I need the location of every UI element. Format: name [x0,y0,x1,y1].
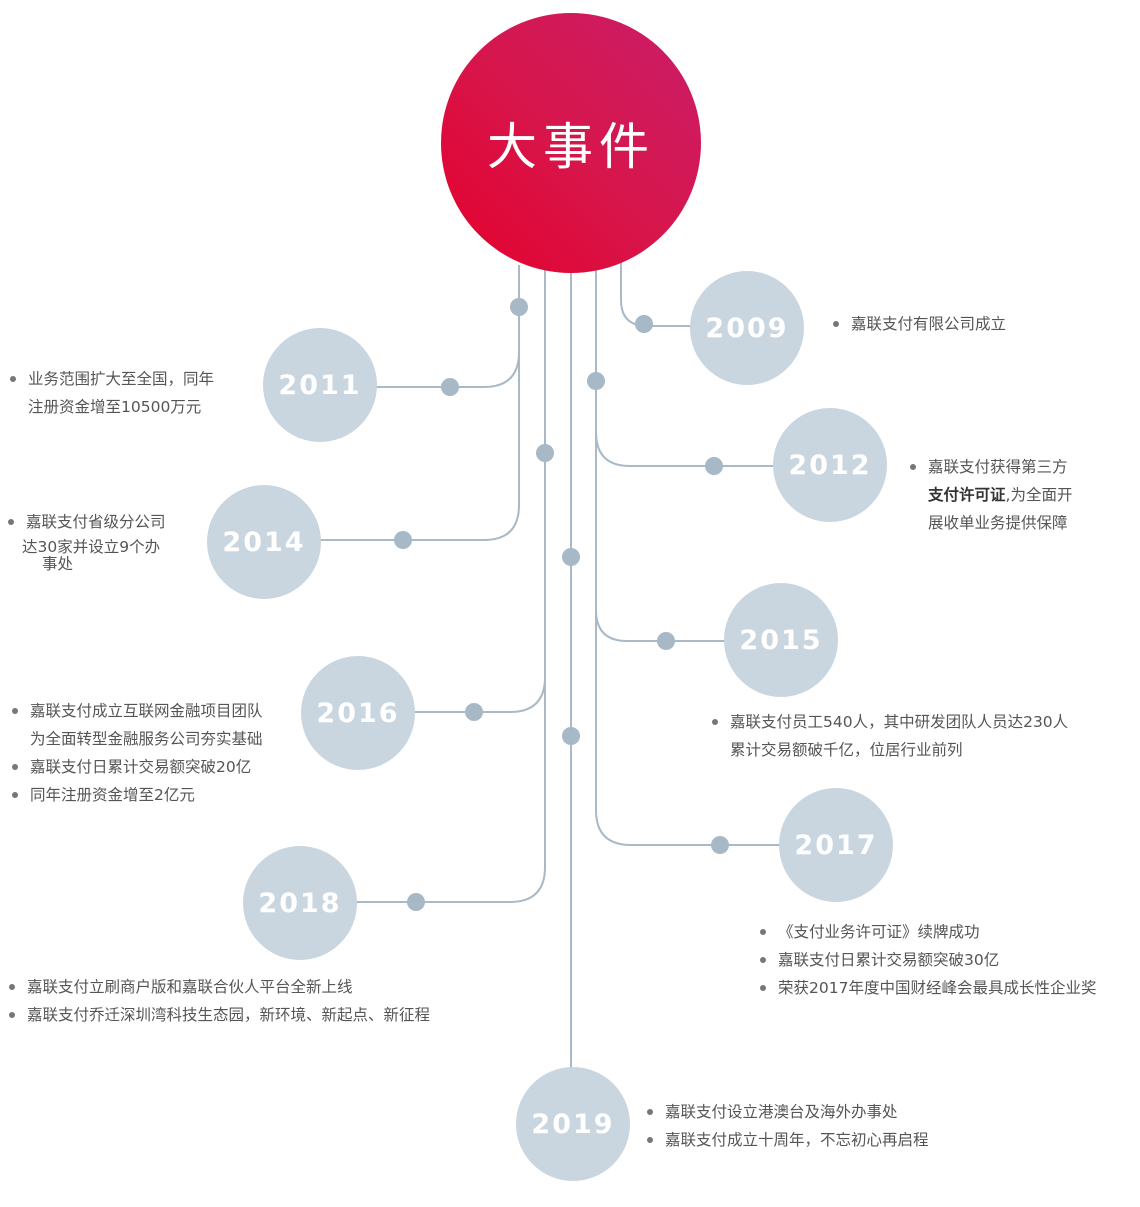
connector-dot [536,444,554,462]
year-circle-2016: 2016 [301,656,415,770]
event-item-continued: 事处 [42,555,74,573]
event-item: 荣获2017年度中国财经峰会最具成长性企业奖 [760,974,1096,1002]
connector-2011 [375,265,520,388]
license-highlight: 支付许可证 [928,486,1006,504]
year-circle-2011: 2011 [263,328,377,442]
year-circle-2012: 2012 [773,408,887,522]
year-circle-2009: 2009 [690,271,804,385]
connector-2018 [355,677,546,903]
connector-dot [587,372,605,390]
event-item: 嘉联支付成立互联网金融项目团队 [12,697,263,725]
event-item: 嘉联支付日累计交易额突破20亿 [12,753,263,781]
event-item-continued: 展收单业务提供保障 [928,514,1068,532]
year-circle-2017: 2017 [779,788,893,902]
connector-dot [407,893,425,911]
event-item: 嘉联支付员工540人，其中研发团队人员达230人 [712,708,1068,736]
events-2014: 嘉联支付省级分公司 达30家并设立9个办 事处 [8,508,166,573]
event-item: 嘉联支付成立十周年，不忘初心再启程 [647,1126,929,1154]
connector-2009 [620,262,692,327]
event-item: 《支付业务许可证》续牌成功 [760,918,1096,946]
event-item: 嘉联支付日累计交易额突破30亿 [760,946,1096,974]
connector-dot [657,632,675,650]
event-item: 嘉联支付乔迁深圳湾科技生态园，新环境、新起点、新征程 [9,1001,430,1029]
connector-dot [705,457,723,475]
event-item-continued: 注册资金增至10500万元 [28,398,202,416]
events-2018: 嘉联支付立刷商户版和嘉联合伙人平台全新上线 嘉联支付乔迁深圳湾科技生态园，新环境… [9,973,430,1029]
hero-title: 大事件 [487,118,655,176]
year-circle-2018: 2018 [243,846,357,960]
events-2016: 嘉联支付成立互联网金融项目团队 为全面转型金融服务公司夯实基础 嘉联支付日累计交… [12,697,263,809]
event-item: 嘉联支付立刷商户版和嘉联合伙人平台全新上线 [9,973,430,1001]
event-item: 业务范围扩大至全国，同年 [10,365,214,393]
event-item: 嘉联支付有限公司成立 [833,310,1006,338]
event-item: 嘉联支付获得第三方 [910,453,1072,481]
year-circle-2015: 2015 [724,583,838,697]
events-2019: 嘉联支付设立港澳台及海外办事处 嘉联支付成立十周年，不忘初心再启程 [647,1098,929,1154]
event-text: ,为全面开 [1005,486,1073,504]
connector-dot [635,315,653,333]
events-2012: 嘉联支付获得第三方 支付许可证,为全面开 展收单业务提供保障 [910,453,1072,537]
events-2017: 《支付业务许可证》续牌成功 嘉联支付日累计交易额突破30亿 荣获2017年度中国… [760,918,1096,1002]
event-item: 嘉联支付省级分公司 [8,508,166,536]
connector-dot [465,703,483,721]
event-item: 同年注册资金增至2亿元 [12,781,263,809]
connector-dot [711,836,729,854]
events-2015: 嘉联支付员工540人，其中研发团队人员达230人 累计交易额破千亿，位居行业前列 [712,708,1068,764]
event-item: 嘉联支付设立港澳台及海外办事处 [647,1098,929,1126]
event-item-continued: 累计交易额破千亿，位居行业前列 [730,741,963,759]
connector-2014 [320,352,520,541]
hero-title-circle: 大事件 [441,13,701,273]
connector-dot [441,378,459,396]
connector-dot [562,727,580,745]
connector-dot [510,298,528,316]
connector-2017 [595,610,781,846]
year-circle-2014: 2014 [207,485,321,599]
events-2009: 嘉联支付有限公司成立 [833,310,1006,338]
event-item-continued: 支付许可证,为全面开 [910,481,1072,509]
event-item-continued: 达30家并设立9个办 [22,538,161,556]
connector-2016 [413,270,546,713]
connector-dot [394,531,412,549]
year-circle-2019: 2019 [516,1067,630,1181]
events-2011: 业务范围扩大至全国，同年 注册资金增至10500万元 [10,365,214,421]
event-item-continued: 为全面转型金融服务公司夯实基础 [30,730,263,748]
connector-dot [562,548,580,566]
